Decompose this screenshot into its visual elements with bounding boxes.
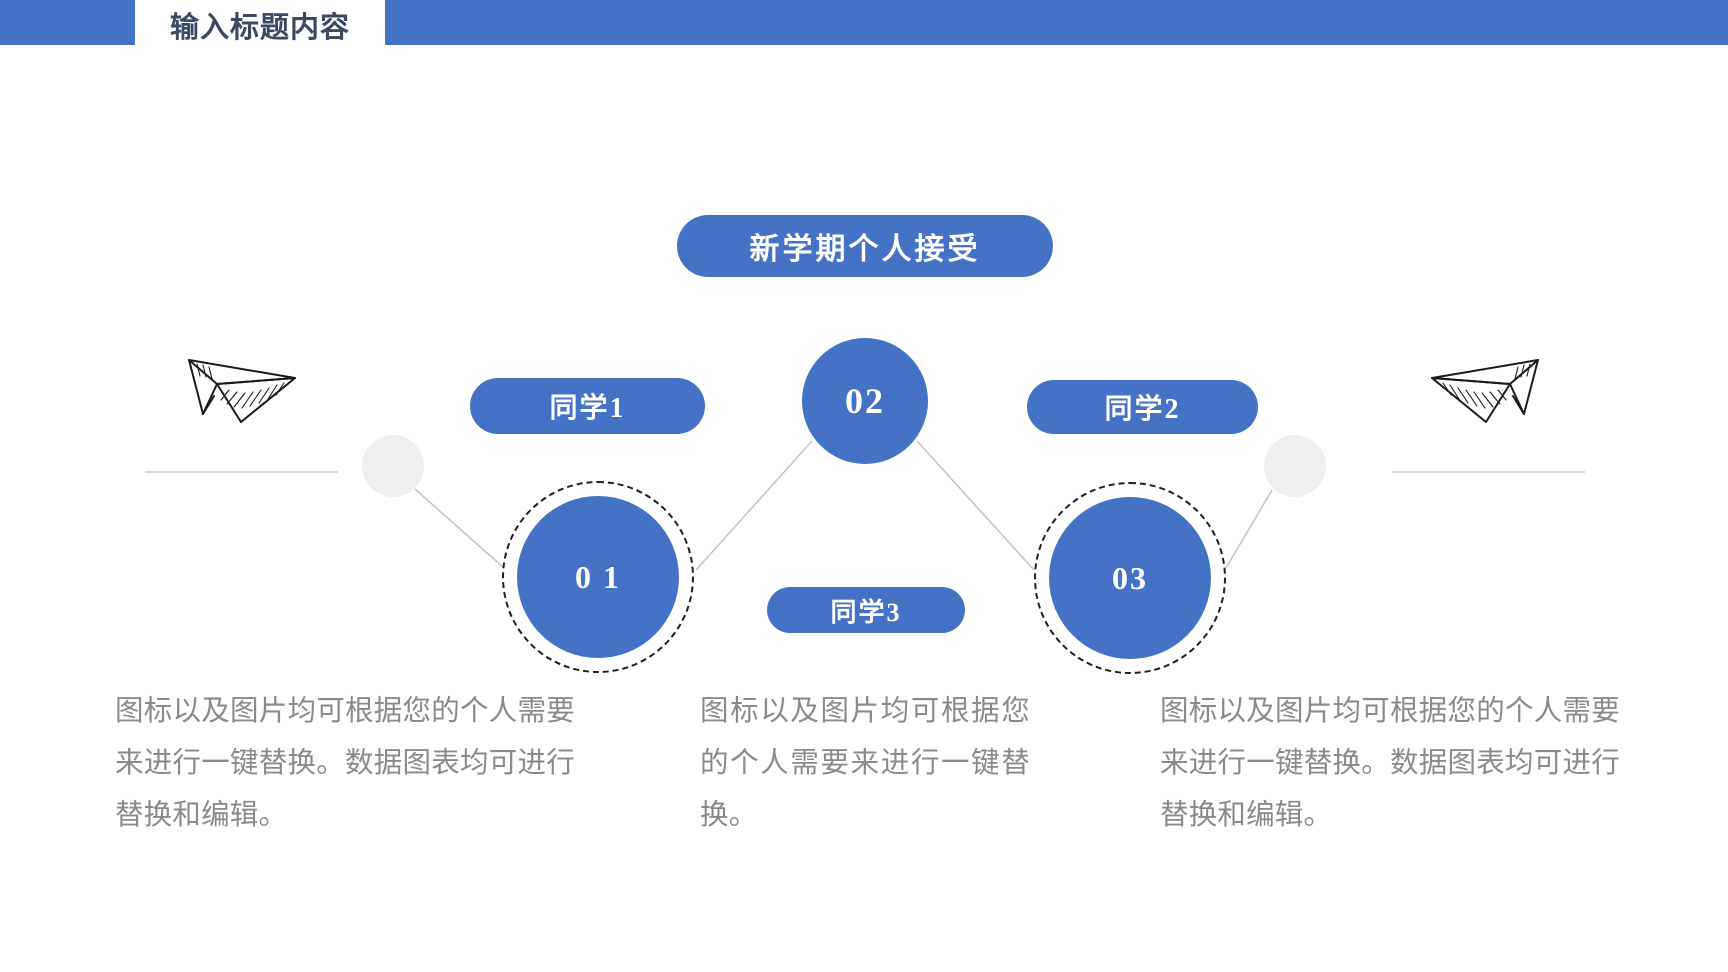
body-paragraph-right: 图标以及图片均可根据您的个人需要来进行一键替换。数据图表均可进行替换和编辑。 [1160, 696, 1620, 831]
paper-plane-icon [1431, 359, 1539, 423]
center-topic-pill: 新学期个人接受 [677, 215, 1053, 277]
title-box: 输入标题内容 [135, 0, 385, 50]
body-paragraph-left: 图标以及图片均可根据您的个人需要来进行一键替换。数据图表均可进行替换和编辑。 [115, 696, 575, 831]
body-paragraph-center: 图标以及图片均可根据您的个人需要来进行一键替换。 [700, 696, 1030, 831]
node-02-circle: 02 [802, 338, 928, 464]
ghost-circle-left [362, 435, 424, 497]
student2-pill: 同学2 [1027, 380, 1258, 434]
student3-label: 同学3 [830, 597, 902, 627]
node-01-circle: 0 1 [517, 496, 679, 658]
student3-pill: 同学3 [767, 587, 965, 633]
node-01-number: 0 1 [575, 558, 621, 595]
student2-label: 同学2 [1104, 394, 1181, 425]
divider-right [1392, 471, 1585, 473]
node-03-number: 03 [1112, 559, 1148, 596]
student1-label: 同学1 [549, 393, 626, 424]
center-topic-label: 新学期个人接受 [749, 233, 981, 266]
node-03-ring: 03 [1034, 482, 1226, 674]
node-02-number: 02 [845, 381, 885, 421]
node-03-circle: 03 [1049, 497, 1211, 659]
student1-pill: 同学1 [470, 378, 705, 434]
page-title: 输入标题内容 [169, 12, 350, 44]
ghost-circle-right [1264, 435, 1326, 497]
node-01-ring: 0 1 [502, 481, 694, 673]
paper-plane-icon [188, 359, 296, 423]
divider-left [145, 471, 338, 473]
